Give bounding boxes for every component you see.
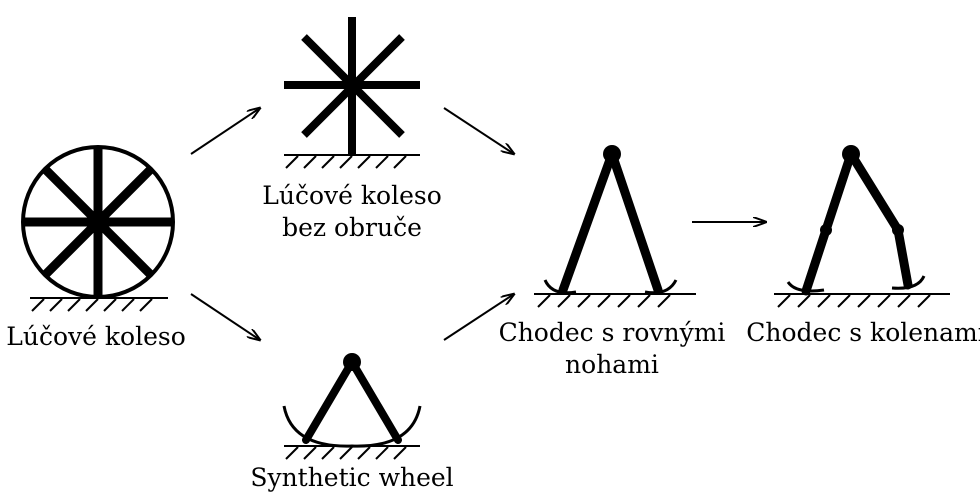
label-spoked-wheel: Lúčové koleso xyxy=(6,322,186,351)
label-rimless-wheel: Lúčové koleso bez obruče xyxy=(262,181,442,242)
ground-hatch xyxy=(30,297,168,312)
rimless-wheel-figure xyxy=(284,17,420,169)
arrow-synthetic-to-straight xyxy=(443,294,514,341)
label-straight-legs-walker: Chodec s rovnými nohami xyxy=(498,318,726,379)
ground-hatch xyxy=(284,445,420,460)
arrow-spoked-to-rimless xyxy=(190,108,260,155)
ground-hatch xyxy=(534,293,696,308)
kneed-walker-figure xyxy=(774,145,950,308)
arrow-spoked-to-synthetic xyxy=(190,293,260,340)
ground-hatch xyxy=(774,293,950,308)
arrow-rimless-to-straight xyxy=(443,107,514,154)
label-kneed-walker: Chodec s kolenami xyxy=(746,318,980,347)
spoked-wheel-figure xyxy=(21,145,175,312)
label-synthetic-wheel: Synthetic wheel xyxy=(250,463,454,492)
straight-legs-walker-figure xyxy=(534,145,696,308)
synthetic-wheel-figure xyxy=(282,353,422,460)
ground-hatch xyxy=(284,154,420,169)
